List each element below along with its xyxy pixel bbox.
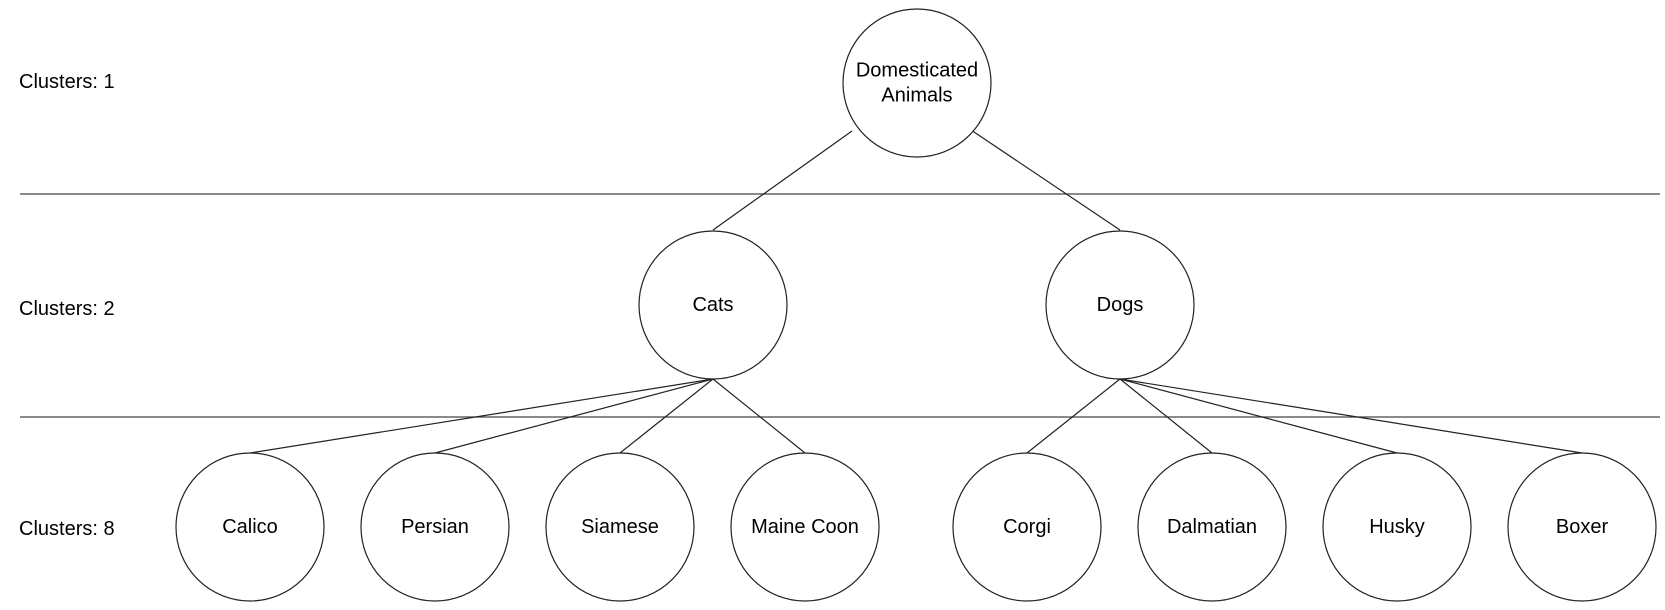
edge-cats-calico: [249, 378, 714, 454]
node-domesticated-animals-circle: [842, 8, 992, 158]
node-dalmatian-circle: [1137, 452, 1287, 602]
level-label-1: Clusters: 1: [19, 71, 115, 93]
edge-cats-persian: [434, 378, 714, 454]
node-corgi-circle: [952, 452, 1102, 602]
node-boxer: Boxer: [1507, 452, 1657, 602]
node-calico: Calico: [175, 452, 325, 602]
edge-root-dogs: [970, 129, 1121, 231]
node-corgi: Corgi: [952, 452, 1102, 602]
node-corgi-label: Corgi: [1003, 516, 1051, 538]
node-dogs-label: Dogs: [1097, 294, 1144, 316]
node-dogs-circle: [1045, 230, 1195, 380]
node-persian: Persian: [360, 452, 510, 602]
node-calico-label: Calico: [222, 516, 278, 538]
edge-root-cats: [712, 130, 853, 231]
node-husky-circle: [1322, 452, 1472, 602]
node-maine-coon-circle: [730, 452, 880, 602]
node-persian-label: Persian: [401, 516, 469, 538]
node-dalmatian: Dalmatian: [1137, 452, 1287, 602]
node-boxer-label: Boxer: [1556, 516, 1609, 538]
node-cats-circle: [638, 230, 788, 380]
node-boxer-circle: [1507, 452, 1657, 602]
level-label-2: Clusters: 2: [19, 298, 115, 320]
level-label-3: Clusters: 8: [19, 518, 115, 540]
node-cats: Cats: [638, 230, 788, 380]
edge-cats-maine-coon: [712, 378, 806, 454]
node-husky: Husky: [1322, 452, 1472, 602]
node-maine-coon-label: Maine Coon: [751, 516, 859, 538]
node-cats-label: Cats: [692, 294, 733, 316]
edge-cats-siamese: [619, 378, 714, 454]
node-domesticated-animals-label: Animals: [881, 85, 952, 107]
edge-dogs-husky: [1119, 378, 1398, 454]
node-husky-label: Husky: [1369, 516, 1425, 538]
edge-dogs-corgi: [1026, 378, 1121, 454]
node-domesticated-animals-label: Domesticated: [856, 60, 978, 82]
node-siamese: Siamese: [545, 452, 695, 602]
node-calico-circle: [175, 452, 325, 602]
tree-edges: [249, 129, 1583, 454]
node-persian-circle: [360, 452, 510, 602]
node-siamese-circle: [545, 452, 695, 602]
edge-dogs-dalmatian: [1119, 378, 1213, 454]
node-dogs: Dogs: [1045, 230, 1195, 380]
edge-dogs-boxer: [1119, 378, 1583, 454]
node-maine-coon: Maine Coon: [730, 452, 880, 602]
node-siamese-label: Siamese: [581, 516, 659, 538]
node-dalmatian-label: Dalmatian: [1167, 516, 1257, 538]
